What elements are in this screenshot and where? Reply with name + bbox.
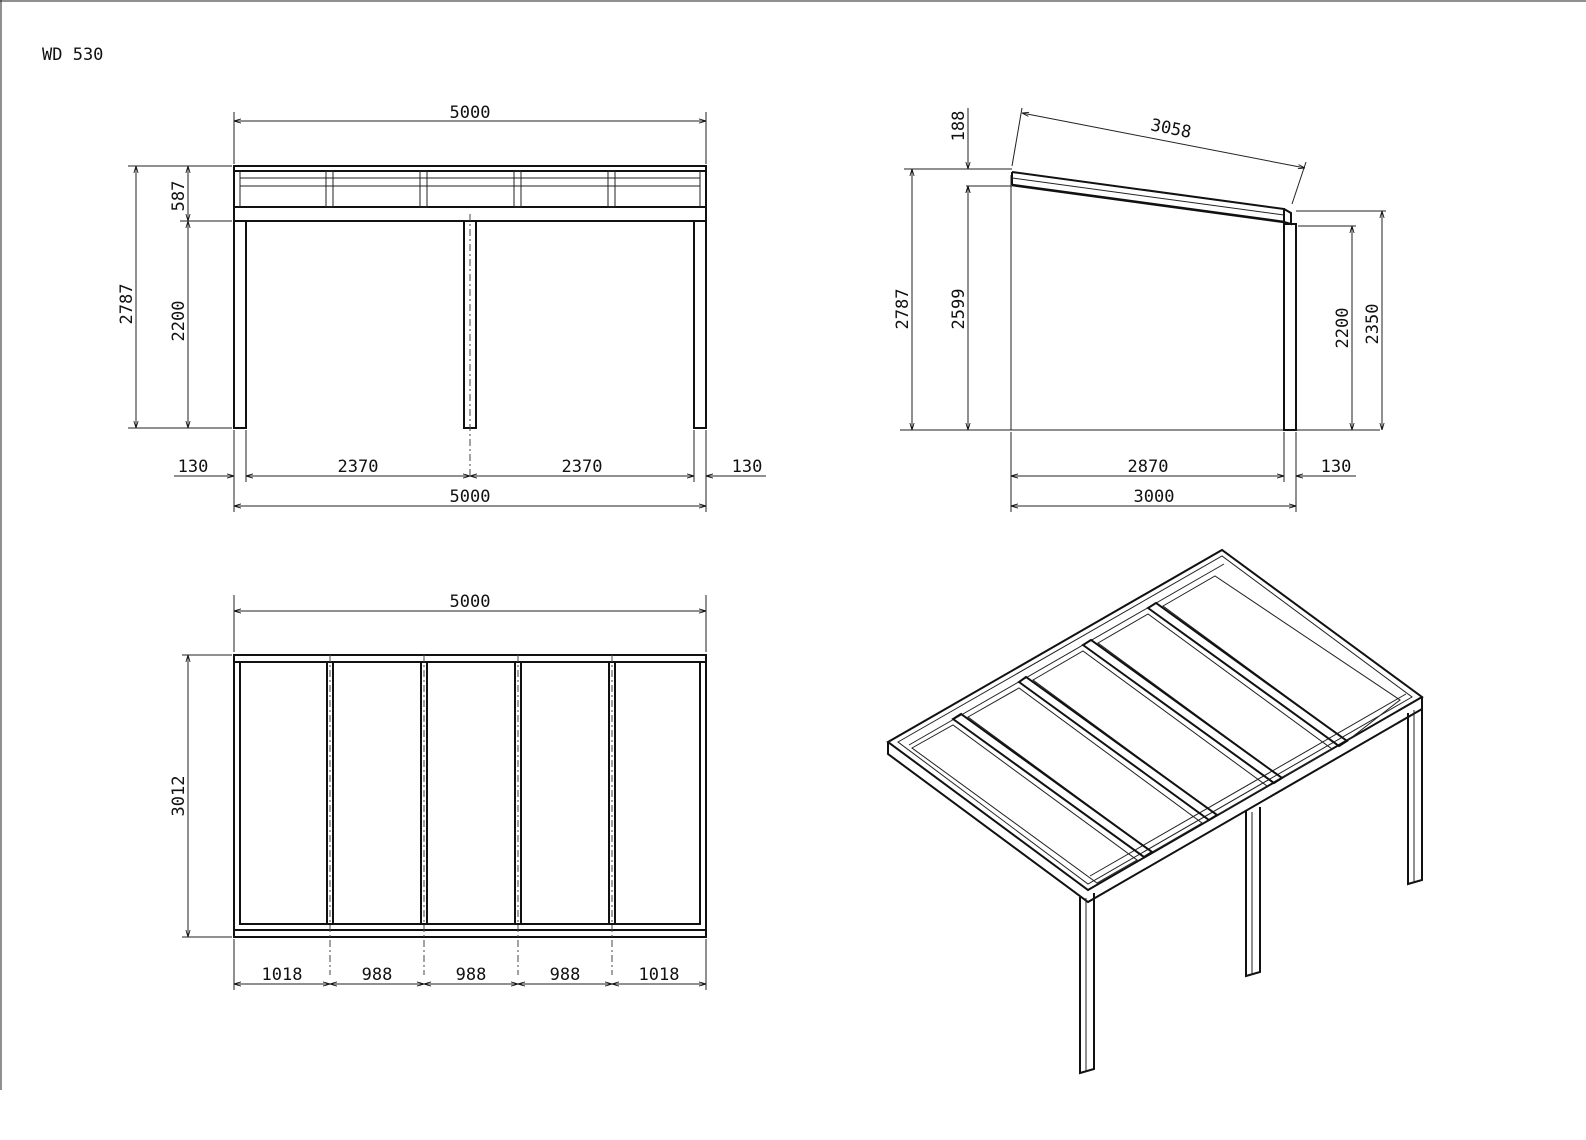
- plan-outer-frame: [233, 654, 707, 938]
- isometric-view: [886, 548, 1424, 1075]
- plan-depth-label: 3012: [169, 776, 189, 817]
- iso-rafter: [1146, 601, 1349, 748]
- front-view: 5000 2787 587 2200 130 2370 2370 130 500…: [117, 103, 766, 512]
- dim-extension: [1291, 161, 1307, 205]
- front-post-left: [233, 220, 247, 429]
- iso-roof-inner-edge: [897, 555, 1413, 885]
- front-span-right-label: 2370: [562, 457, 603, 477]
- front-height-total-label: 2787: [117, 284, 137, 325]
- iso-roof-fascia: [887, 697, 1423, 904]
- side-gutter-height-label: 188: [949, 111, 969, 142]
- front-overhang-right-label: 130: [732, 457, 763, 477]
- side-overhang-label: 130: [1321, 457, 1352, 477]
- front-rafter: [325, 170, 334, 208]
- front-height-clear-label: 2200: [169, 301, 189, 342]
- iso-post-front-left: [1079, 893, 1095, 1075]
- plan-bay-label: 988: [362, 965, 393, 985]
- iso-rafter: [951, 712, 1154, 859]
- dim-line: [1022, 113, 1305, 168]
- front-rafter: [419, 170, 428, 208]
- front-rafter: [513, 170, 522, 208]
- iso-glass-panel: [911, 724, 1138, 884]
- side-height-post-label: 2200: [1333, 308, 1353, 349]
- front-height-roof-label: 587: [169, 181, 189, 212]
- plan-bay-label: 1018: [262, 965, 303, 985]
- iso-post-middle: [1245, 807, 1261, 978]
- plan-view: 5000 3012 1018 988 988 988 1018: [169, 592, 707, 990]
- side-post: [1283, 223, 1297, 431]
- side-height-front-label: 2350: [1363, 304, 1383, 345]
- plan-bay-label: 1018: [639, 965, 680, 985]
- front-roof-frame: [233, 165, 707, 222]
- iso-post-back-right: [1407, 709, 1423, 886]
- front-width-top-label: 5000: [450, 103, 491, 123]
- plan-bay-label: 988: [456, 965, 487, 985]
- front-rafter: [607, 170, 616, 208]
- front-overhang-left-label: 130: [178, 457, 209, 477]
- plan-inner-frame: [239, 661, 701, 925]
- side-depth-total-label: 3000: [1134, 487, 1175, 507]
- plan-bay-label: 988: [550, 965, 581, 985]
- side-roof-underside: [1011, 183, 1285, 224]
- iso-rafter: [1017, 675, 1219, 822]
- front-post-right: [693, 220, 707, 429]
- iso-gutter-line: [1089, 693, 1407, 877]
- front-span-left-label: 2370: [338, 457, 379, 477]
- side-height-wall-label: 2599: [949, 289, 969, 330]
- front-width-bottom-label: 5000: [450, 487, 491, 507]
- dim-extension: [1011, 107, 1023, 167]
- drawing-title: WD 530: [42, 45, 103, 65]
- plan-width-label: 5000: [450, 592, 491, 612]
- iso-rafter: [1081, 638, 1284, 785]
- side-depth-posts-label: 2870: [1128, 457, 1169, 477]
- side-view: 188 3058 2787 2599 2200 2350 2870 130 30…: [893, 107, 1386, 512]
- side-height-total-label: 2787: [893, 289, 913, 330]
- side-roof-inner-line: [1011, 177, 1285, 216]
